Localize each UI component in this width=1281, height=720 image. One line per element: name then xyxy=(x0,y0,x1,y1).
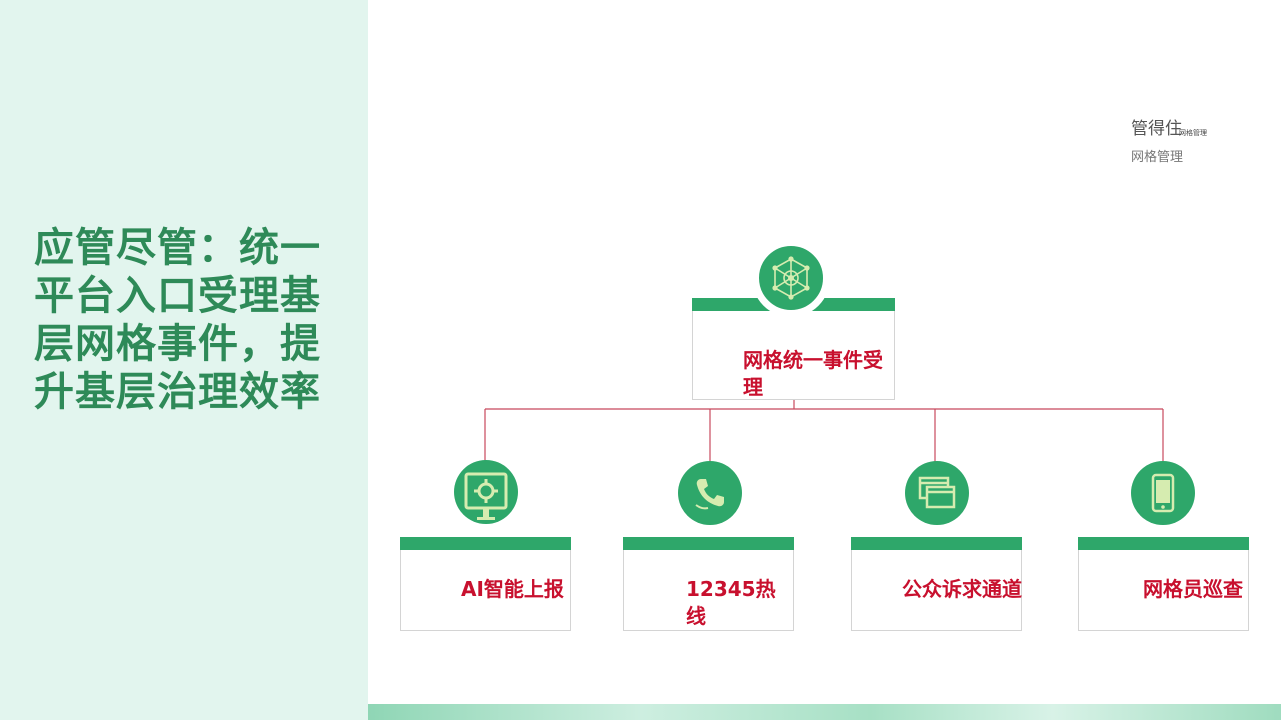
headline: 应管尽管：统一平台入口受理基层网格事件，提升基层治理效率 xyxy=(34,225,321,415)
child-node-4-bar xyxy=(1078,537,1249,550)
child-node-1: AI智能上报 xyxy=(400,537,571,631)
root-node: 网格统一事件受理 xyxy=(692,298,895,400)
bottom-decor-strip xyxy=(368,704,1281,720)
child-node-2: 12345热线 xyxy=(623,537,794,631)
child-node-2-bar xyxy=(623,537,794,550)
child-node-3: 公众诉求通道 xyxy=(851,537,1022,631)
child-node-4-label: 网格员巡查 xyxy=(1143,577,1243,601)
child-node-3-bar xyxy=(851,537,1022,550)
child-node-1-label: AI智能上报 xyxy=(461,577,564,601)
left-panel: 应管尽管：统一平台入口受理基层网格事件，提升基层治理效率 xyxy=(0,0,368,720)
windows-icon xyxy=(905,461,969,525)
child-node-4: 网格员巡查 xyxy=(1078,537,1249,631)
root-node-label: 网格统一事件受理 xyxy=(743,348,883,399)
top-note: 管得住 网格管理 网格管理 xyxy=(1131,118,1207,167)
mobile-phone-icon xyxy=(1131,461,1195,525)
top-note-main-text: 管得住 xyxy=(1131,119,1182,139)
child-node-2-label: 12345热线 xyxy=(686,577,776,628)
child-node-1-bar xyxy=(400,537,571,550)
gear-monitor-icon xyxy=(454,460,518,524)
top-note-main: 管得住 网格管理 xyxy=(1131,118,1207,140)
phone-icon xyxy=(678,461,742,525)
child-node-3-label: 公众诉求通道 xyxy=(902,577,1022,601)
top-note-tiny: 网格管理 xyxy=(1179,129,1207,137)
network-hub-icon xyxy=(752,239,830,317)
top-note-sub: 网格管理 xyxy=(1131,150,1184,165)
